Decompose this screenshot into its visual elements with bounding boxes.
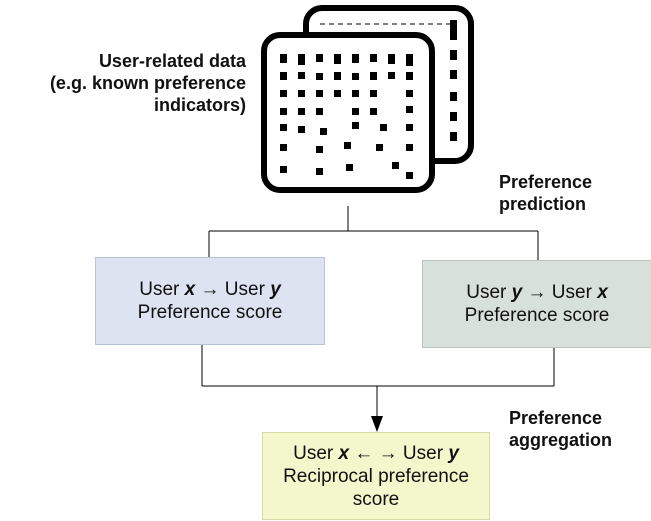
y-to-x-subtitle: Preference score bbox=[464, 305, 610, 326]
y-to-x-score-box: User y → User x Preference score bbox=[422, 260, 651, 348]
prediction-label-line1: Preference bbox=[499, 172, 593, 192]
arrow-down-icon bbox=[371, 416, 383, 432]
direction-arrow: → bbox=[200, 279, 220, 300]
matrix-dots bbox=[280, 54, 413, 179]
x-to-y-subtitle: Preference score bbox=[137, 302, 283, 323]
reciprocal-subtitle-line2: score bbox=[352, 488, 400, 510]
user-variable: x bbox=[184, 279, 196, 300]
aggregation-label-line1: Preference bbox=[509, 408, 603, 428]
prediction-label: Preference prediction bbox=[499, 171, 592, 215]
reciprocal-heading: User x ← → User y bbox=[293, 442, 459, 465]
direction-arrow: → bbox=[527, 282, 547, 303]
y-to-x-heading: User y → User x bbox=[466, 281, 608, 304]
user-data-label: User-related data (e.g. known preference… bbox=[0, 50, 246, 116]
user-word: User bbox=[402, 442, 444, 464]
x-to-y-heading: User x → User y bbox=[139, 278, 281, 301]
aggregation-label-line2: aggregation bbox=[509, 430, 613, 450]
user-variable: y bbox=[511, 282, 523, 303]
reciprocal-subtitle-line1: Reciprocal preference bbox=[283, 465, 469, 487]
user-word: User bbox=[224, 279, 265, 300]
user-variable: y bbox=[270, 279, 281, 300]
user-variable: x bbox=[338, 442, 350, 464]
data-matrix-icon bbox=[261, 5, 474, 193]
user-word: User bbox=[139, 279, 180, 300]
reciprocal-score-box: User x ← → User y Reciprocal preference … bbox=[262, 432, 490, 520]
user-data-label-line1: User-related data bbox=[98, 51, 246, 71]
user-word: User bbox=[551, 282, 592, 303]
user-word: User bbox=[466, 282, 507, 303]
user-data-label-line3: indicators) bbox=[153, 95, 246, 115]
aggregation-label: Preference aggregation bbox=[509, 407, 612, 451]
prediction-label-line2: prediction bbox=[499, 194, 587, 214]
user-variable: x bbox=[597, 282, 608, 303]
user-word: User bbox=[293, 442, 334, 464]
bidirectional-arrow: ← → bbox=[354, 442, 398, 464]
x-to-y-score-box: User x → User y Preference score bbox=[95, 257, 325, 345]
user-data-label-line2: (e.g. known preference bbox=[49, 73, 246, 93]
user-variable: y bbox=[448, 442, 459, 464]
